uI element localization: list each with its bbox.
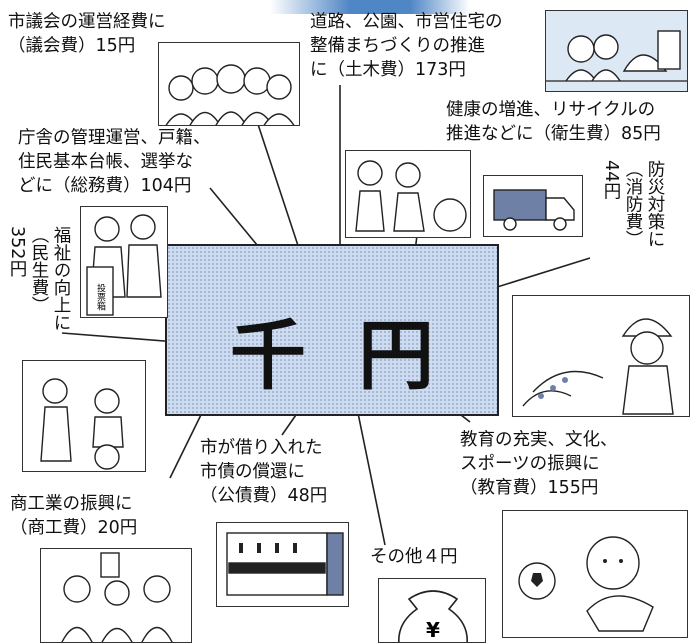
elderly-care-illustration bbox=[22, 360, 146, 472]
center-amount: 千円 bbox=[230, 311, 486, 400]
commerce-workers-illustration bbox=[40, 548, 192, 643]
label-education: 教育の充実、文化、 スポーツの振興に （教育費）155円 bbox=[460, 430, 618, 498]
top-decoration bbox=[270, 0, 470, 14]
yen-symbol: ¥ bbox=[426, 618, 440, 642]
garbage-truck-icon bbox=[483, 175, 583, 237]
label-welfare: 福祉の向上に （民生費） 352円 bbox=[7, 226, 71, 331]
ballot-box-text: 投票箱 bbox=[95, 282, 106, 311]
firefighter-illustration bbox=[512, 295, 690, 417]
soccer-kid-illustration bbox=[502, 510, 688, 638]
label-other: その他４円 bbox=[370, 547, 458, 567]
total-amount-box: 千円 bbox=[165, 244, 499, 416]
label-commerce: 商工業の振興に （商工費）20円 bbox=[10, 494, 138, 538]
label-general: 庁舎の管理運営、戸籍、 住民基本台帳、選挙な どに（総務費）104円 bbox=[18, 128, 211, 196]
label-health: 健康の増進、リサイクルの 推進などに（衛生費）85円 bbox=[446, 100, 661, 144]
town-building-illustration bbox=[545, 10, 688, 92]
building-icon bbox=[216, 522, 349, 607]
money-bag-icon: ¥ bbox=[378, 578, 486, 643]
label-debt: 市が借り入れた 市債の償還に （公債費）48円 bbox=[200, 438, 328, 506]
label-fire: 防災対策に （消防費） 44円 bbox=[601, 160, 665, 248]
recycling-people-illustration bbox=[345, 150, 471, 238]
council-people-illustration bbox=[158, 42, 300, 126]
label-council: 市議会の運営経費に （議会費）15円 bbox=[8, 12, 166, 56]
welfare-ballot-illustration: 投票箱 bbox=[80, 206, 168, 318]
label-civil: 道路、公園、市営住宅の 整備まちづくりの推進 に（土木費）173円 bbox=[310, 12, 503, 80]
